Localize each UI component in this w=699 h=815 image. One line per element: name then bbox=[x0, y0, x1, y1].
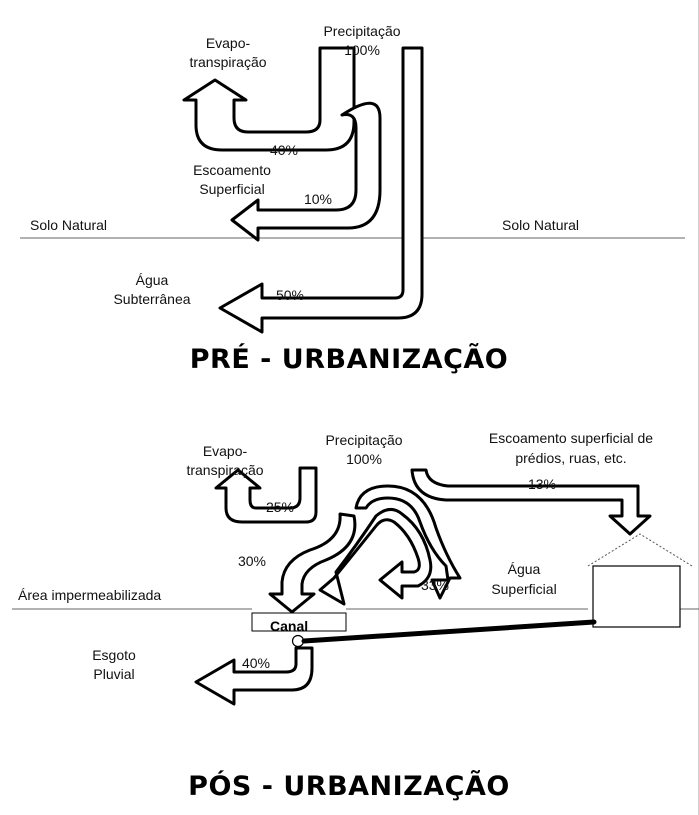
pre-surface-value: 10% bbox=[304, 191, 332, 207]
pre-surface-label-2: Superficial bbox=[199, 181, 264, 197]
post-sewer-value: 40% bbox=[242, 655, 270, 671]
post-precip-label: Precipitação bbox=[325, 432, 402, 448]
pre-evapo-label-1: Evapo- bbox=[206, 35, 251, 51]
pre-evapo-label-2: transpiração bbox=[189, 54, 266, 70]
post-sewer-label-2: Pluvial bbox=[93, 666, 134, 682]
post-evapo-label-1: Evapo- bbox=[203, 443, 248, 459]
post-roof-runoff-value: 13% bbox=[528, 476, 556, 492]
pre-urbanization-title: PRÉ - URBANIZAÇÃO bbox=[190, 343, 509, 375]
post-surface-water-label-2: Superficial bbox=[491, 581, 556, 597]
pre-groundwater-label-2: Subterrânea bbox=[113, 291, 190, 307]
pre-surface-label-1: Escoamento bbox=[193, 162, 271, 178]
pre-ground-left-label: Solo Natural bbox=[30, 217, 107, 233]
canal-label: Canal bbox=[270, 618, 308, 634]
pre-ground-right-label: Solo Natural bbox=[502, 217, 579, 233]
pre-urbanization-panel: Precipitação 100% Evapo- transpiração 40… bbox=[20, 23, 685, 375]
pre-evapo-value: 40% bbox=[270, 142, 298, 158]
post-sewer-label-1: Esgoto bbox=[92, 647, 136, 663]
post-roof-runoff-label-1: Escoamento superficial de bbox=[489, 430, 653, 446]
post-roof-runoff-arrow bbox=[410, 468, 652, 536]
post-evapo-label-2: transpiração bbox=[186, 462, 263, 478]
pre-groundwater-value: 50% bbox=[276, 287, 304, 303]
post-impervious-value: 30% bbox=[238, 553, 266, 569]
post-precip-value: 100% bbox=[346, 451, 382, 467]
pre-groundwater-arrow bbox=[218, 46, 424, 334]
post-evapo-value: 25% bbox=[266, 499, 294, 515]
post-main-flow-arrow bbox=[354, 484, 462, 600]
post-urbanization-panel: Canal Precipitação 100% Evapo- transpira… bbox=[12, 430, 699, 802]
post-surface-water-label-1: Água bbox=[508, 561, 541, 577]
post-sewer-arrow bbox=[194, 646, 314, 706]
post-roof-runoff-label-2: prédios, ruas, etc. bbox=[515, 450, 626, 466]
storm-drain-pipe bbox=[301, 619, 597, 644]
canal-icon bbox=[251, 612, 347, 648]
pre-surface-runoff-arrow bbox=[230, 101, 382, 242]
post-evapotranspiration-arrow bbox=[214, 466, 318, 524]
pre-precip-label: Precipitação bbox=[323, 23, 400, 39]
post-impervious-runoff-arrow bbox=[268, 512, 357, 614]
pre-groundwater-label-1: Água bbox=[136, 272, 169, 288]
post-ground-label: Área impermeabilizada bbox=[18, 587, 161, 603]
house-icon bbox=[587, 533, 693, 628]
post-surface-water-arrow bbox=[318, 508, 433, 606]
post-surface-water-value: 33% bbox=[421, 577, 449, 593]
pre-precip-value: 100% bbox=[344, 42, 380, 58]
pre-evapotranspiration-arrow bbox=[182, 46, 356, 152]
post-urbanization-title: PÓS - URBANIZAÇÃO bbox=[188, 770, 510, 802]
